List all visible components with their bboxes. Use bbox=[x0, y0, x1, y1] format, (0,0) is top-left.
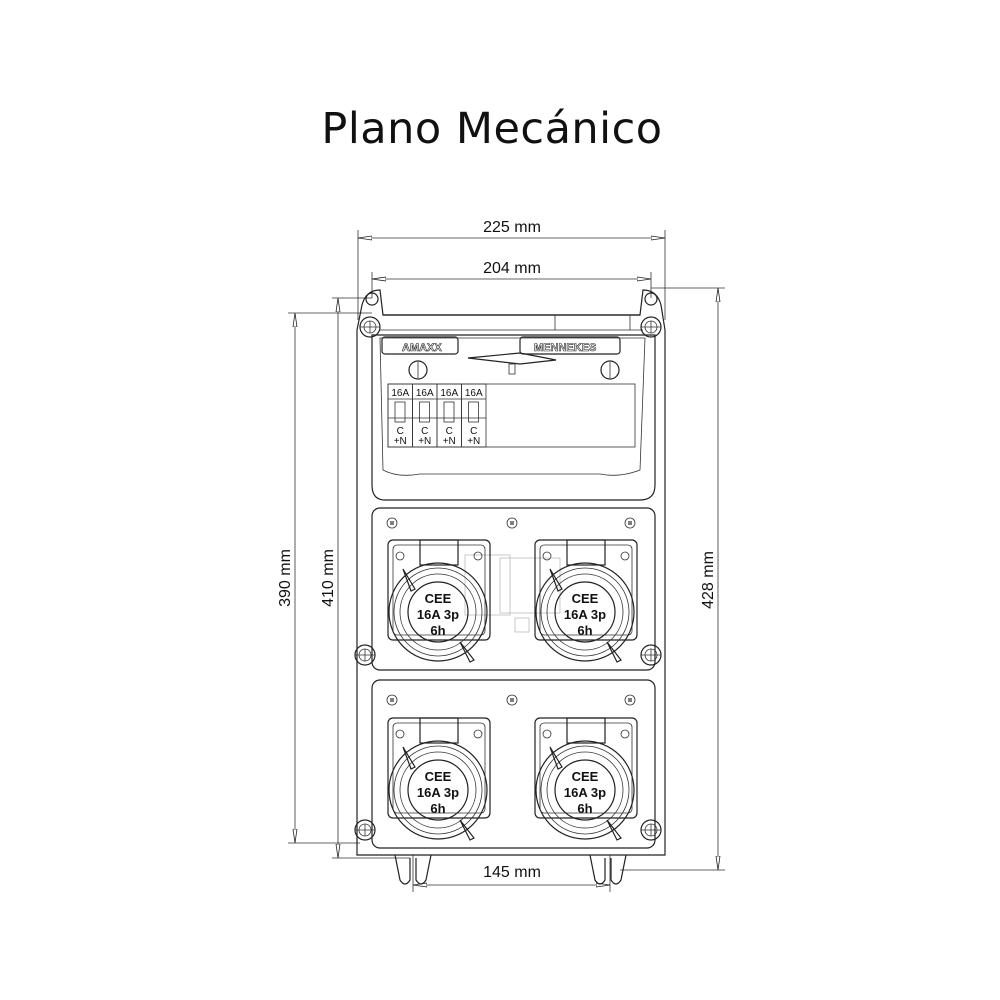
breaker-curve: C bbox=[397, 426, 404, 437]
internal-ghost-parts bbox=[464, 554, 561, 633]
breaker-rating: 16A bbox=[391, 388, 409, 399]
socket-clock: 6h bbox=[430, 623, 445, 638]
circuit-breaker: 16A C+N bbox=[436, 383, 462, 448]
socket-type: CEE bbox=[425, 769, 452, 784]
socket-lid-hinge bbox=[566, 539, 606, 566]
socket-spec: 16A 3p bbox=[564, 785, 606, 800]
dimension-label: 225 mm bbox=[483, 219, 541, 236]
circuit-breaker: 16A C+N bbox=[461, 383, 487, 448]
breaker-toggle-icon bbox=[394, 401, 406, 423]
dimension-label: 428 mm bbox=[700, 551, 717, 609]
breaker-toggle-icon bbox=[419, 401, 430, 423]
latch-icon bbox=[549, 568, 563, 592]
clamp-screw-icon bbox=[359, 316, 381, 338]
breaker-pole: +N bbox=[467, 436, 480, 447]
dimension-mounting-height: 390 mm bbox=[277, 312, 372, 844]
latch-icon bbox=[459, 641, 475, 663]
breaker-curve: C bbox=[470, 426, 477, 437]
breaker-pole: +N bbox=[418, 436, 431, 447]
socket-lid-hinge bbox=[419, 539, 459, 566]
breaker-curve: C bbox=[446, 426, 453, 437]
latch-icon bbox=[549, 746, 563, 770]
dimension-mounting-width: 204 mm bbox=[371, 260, 652, 298]
brand-logo-mennekes: MENNEKES bbox=[534, 342, 596, 354]
dimension-label: 410 mm bbox=[320, 549, 337, 607]
dimension-label: 390 mm bbox=[277, 549, 294, 607]
screw-icon bbox=[506, 694, 518, 706]
screw-icon bbox=[386, 694, 398, 706]
breaker-toggle-icon bbox=[468, 401, 479, 423]
clamp-screw-icon bbox=[354, 819, 376, 841]
mounting-hole-icon bbox=[644, 292, 658, 306]
brand-logo-amaxx: AMAXX bbox=[402, 342, 442, 354]
lid-screw-icon bbox=[408, 360, 428, 380]
screw-icon bbox=[506, 517, 518, 529]
dimension-label: 145 mm bbox=[483, 864, 541, 881]
dimension-body-height: 410 mm bbox=[320, 297, 410, 859]
latch-icon bbox=[606, 819, 622, 841]
socket-clock: 6h bbox=[577, 801, 592, 816]
clamp-screw-icon bbox=[640, 819, 662, 841]
socket-clock: 6h bbox=[577, 623, 592, 638]
socket-spec: 16A 3p bbox=[564, 607, 606, 622]
dimension-label: 204 mm bbox=[483, 260, 541, 277]
lid-handle bbox=[467, 352, 557, 365]
enclosure: AMAXX MENNEKES 16AC+N16AC+N16AC+N16AC+N … bbox=[354, 289, 666, 885]
page-title: Plano Mecánico bbox=[321, 104, 663, 154]
breaker-curve: C bbox=[421, 426, 428, 437]
socket-spec: 16A 3p bbox=[417, 785, 459, 800]
breaker-rating: 16A bbox=[416, 388, 434, 399]
breaker-rating: 16A bbox=[465, 388, 483, 399]
breaker-pole: +N bbox=[443, 436, 456, 447]
socket-type: CEE bbox=[425, 591, 452, 606]
latch-icon bbox=[606, 641, 622, 663]
circuit-breaker: 16A C+N bbox=[387, 383, 413, 448]
breaker-pole: +N bbox=[394, 436, 407, 447]
screw-icon bbox=[624, 517, 636, 529]
dimension-feet-spacing: 145 mm bbox=[412, 855, 611, 892]
socket-type: CEE bbox=[572, 769, 599, 784]
clamp-screw-icon bbox=[640, 316, 662, 338]
mounting-hole-icon bbox=[365, 292, 379, 306]
circuit-breaker: 16A C+N bbox=[412, 383, 438, 448]
dimension-overall-width: 225 mm bbox=[357, 219, 666, 320]
socket-spec: 16A 3p bbox=[417, 607, 459, 622]
socket-type: CEE bbox=[572, 591, 599, 606]
breaker-rating: 16A bbox=[440, 388, 458, 399]
lid-screw-icon bbox=[600, 360, 620, 380]
screw-icon bbox=[386, 517, 398, 529]
clamp-screw-icon bbox=[640, 644, 662, 666]
socket-lid-hinge bbox=[566, 717, 606, 744]
dimension-overall-height: 428 mm bbox=[620, 287, 725, 871]
latch-icon bbox=[402, 746, 416, 770]
latch-icon bbox=[459, 819, 475, 841]
clamp-screw-icon bbox=[354, 644, 376, 666]
latch-icon bbox=[402, 568, 416, 592]
screw-icon bbox=[624, 694, 636, 706]
socket-clock: 6h bbox=[430, 801, 445, 816]
socket-lid-hinge bbox=[419, 717, 459, 744]
breaker-toggle-icon bbox=[443, 401, 455, 423]
